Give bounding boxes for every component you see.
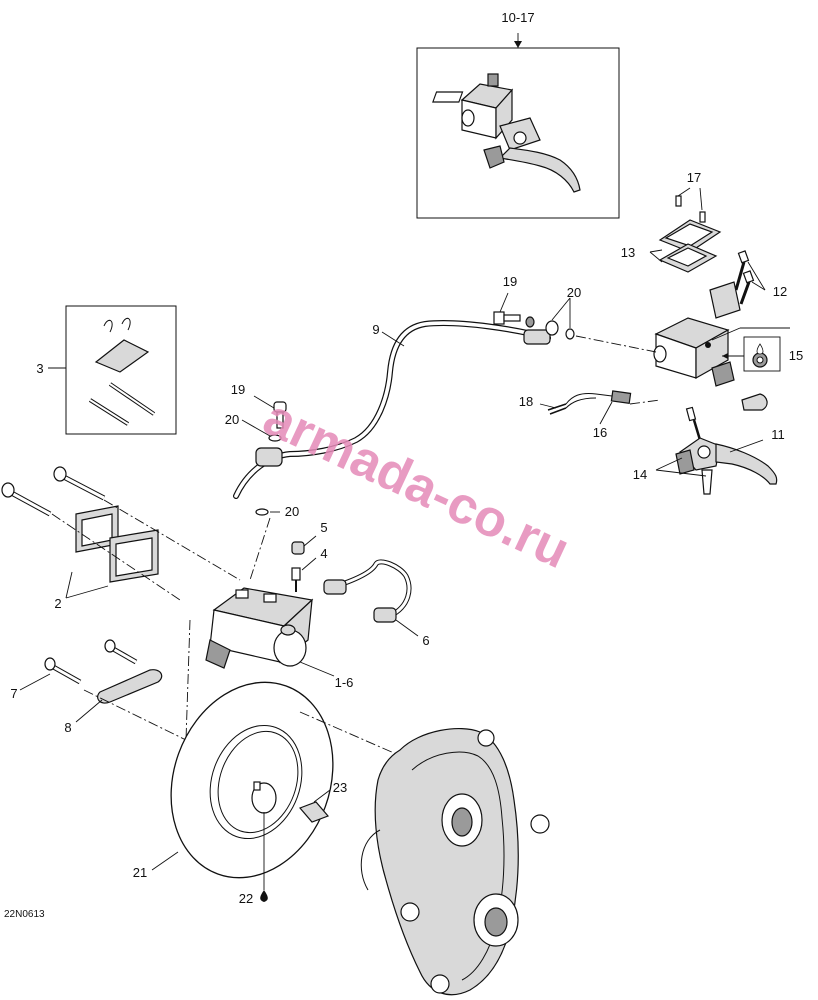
callout-21: 21: [133, 865, 147, 880]
drawing-code: 22N0613: [4, 909, 45, 920]
callout-14: 14: [633, 467, 647, 482]
callout-1-6: 1-6: [335, 675, 354, 690]
callout-20-middle: 20: [225, 412, 239, 427]
callout-7: 7: [10, 686, 17, 701]
master-cylinder-assembly-box: 10-17: [416, 10, 620, 219]
callout-16: 16: [593, 425, 607, 440]
callout-11: 11: [771, 427, 785, 442]
callout-9: 9: [372, 322, 379, 337]
callout-18: 18: [519, 394, 533, 409]
callout-3: 3: [36, 361, 43, 376]
callout-4: 4: [320, 546, 327, 561]
callout-10-17: 10-17: [501, 10, 534, 25]
callout-6: 6: [422, 633, 429, 648]
callout-22: 22: [239, 891, 253, 906]
callout-5: 5: [320, 520, 327, 535]
brake-disc: [151, 681, 411, 902]
callout-17: 17: [687, 170, 701, 185]
callout-23: 23: [333, 780, 347, 795]
callout-12: 12: [773, 284, 787, 299]
chaincase-housing: [360, 727, 550, 996]
master-cylinder-exploded: [539, 187, 790, 495]
callout-15: 15: [789, 348, 803, 363]
callout-2: 2: [54, 596, 61, 611]
callout-20-lower: 20: [285, 504, 299, 519]
callout-20-upper: 20: [567, 285, 581, 300]
callout-19-lower: 19: [231, 382, 245, 397]
mount-bolts-and-bracket: [19, 619, 191, 741]
callout-8: 8: [64, 720, 71, 735]
brake-caliper: [205, 535, 419, 677]
pad-hardware-kit-box: [48, 305, 177, 435]
brake-pads: [1, 466, 241, 601]
callout-19-upper: 19: [503, 274, 517, 289]
callout-13: 13: [621, 245, 635, 260]
brake-hose: [233, 292, 657, 581]
